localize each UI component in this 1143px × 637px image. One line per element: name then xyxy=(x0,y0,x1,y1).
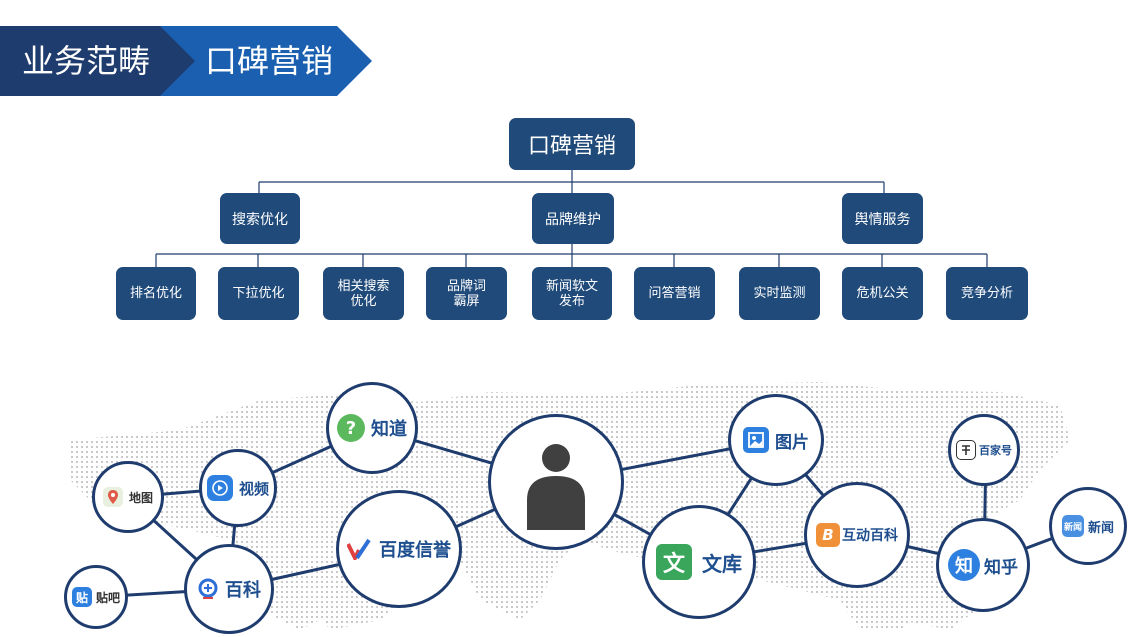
hudong-baike-icon: B xyxy=(816,523,840,547)
news-icon: 新闻 xyxy=(1061,515,1084,537)
node-zhidao: ? 知道 xyxy=(326,382,418,474)
banner-title-bg xyxy=(160,26,372,96)
baidu-map-icon xyxy=(102,487,123,507)
zhihu-icon: 知 xyxy=(948,549,980,581)
banner-section-bg xyxy=(0,26,200,96)
tree-l3-item: 相关搜索 优化 xyxy=(323,267,404,320)
node-baike: 百科 xyxy=(184,544,274,634)
node-xinyu: 百度信誉 xyxy=(336,490,462,608)
node-ditu: 地图 xyxy=(92,461,164,533)
tree-l3-item: 实时监测 xyxy=(739,267,820,320)
baidu-video-icon xyxy=(206,475,233,501)
tree-l2-opinion: 舆情服务 xyxy=(842,193,923,244)
node-xinwen: 新闻 新闻 xyxy=(1049,487,1127,565)
tree-connectors xyxy=(155,170,988,267)
node-hudong: B 互动百科 xyxy=(804,482,910,588)
person-icon xyxy=(527,444,585,530)
baidu-baike-icon xyxy=(197,578,219,600)
tree-l3-item: 危机公关 xyxy=(842,267,923,320)
node-tupian: 图片 xyxy=(728,394,824,486)
image-icon xyxy=(743,427,769,453)
banner-title: 口碑营销 xyxy=(205,42,334,80)
node-wenku: 文 文库 xyxy=(642,505,756,619)
tree-l2-search: 搜索优化 xyxy=(220,193,300,244)
wenku-icon: 文 xyxy=(656,544,692,580)
banner-section-label: 业务范畴 xyxy=(22,42,151,80)
tree-root: 口碑营销 xyxy=(509,118,635,170)
tree-l3-item: 问答营销 xyxy=(634,267,715,320)
baidu-zhidao-icon: ? xyxy=(337,414,365,442)
tree-l2-brand: 品牌维护 xyxy=(532,193,614,244)
baijiahao-icon xyxy=(956,440,976,460)
tree-l3-item: 排名优化 xyxy=(116,267,196,320)
tree-l3-item: 下拉优化 xyxy=(218,267,299,320)
tree-l3-item: 竞争分析 xyxy=(946,267,1028,320)
tree-l3-item: 新闻软文 发布 xyxy=(532,267,612,320)
node-shipin: 视频 xyxy=(199,449,277,527)
baidu-credit-icon xyxy=(347,538,373,560)
center-person-node xyxy=(488,414,624,550)
node-baijiahao: 百家号 xyxy=(948,414,1020,486)
node-zhihu: 知 知乎 xyxy=(936,518,1030,612)
tieba-icon: 贴 xyxy=(71,587,92,607)
tree-l3-item: 品牌词 霸屏 xyxy=(426,267,507,320)
node-tieba: 贴 贴吧 xyxy=(64,565,128,629)
